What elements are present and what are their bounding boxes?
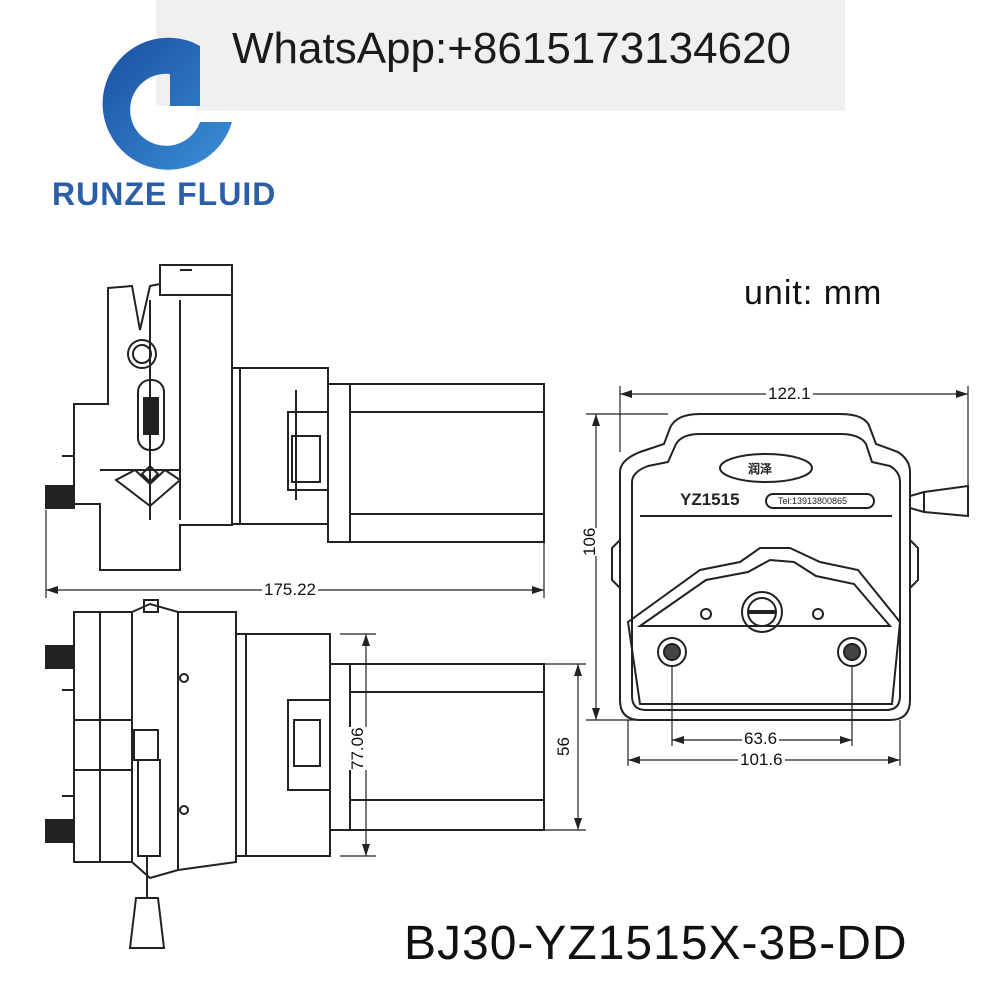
dim-front-width: 122.1 <box>766 384 813 404</box>
pump-model-label: YZ1515 <box>680 490 740 509</box>
brand-name: RUNZE FLUID <box>52 176 277 212</box>
pump-logo-text: 润泽 <box>748 462 773 476</box>
unit-label: unit: mm <box>744 274 883 312</box>
front-view <box>586 386 969 766</box>
whatsapp-banner <box>156 0 845 111</box>
dim-base-width: 101.6 <box>738 750 785 770</box>
dim-side-length: 175.22 <box>262 580 318 600</box>
dim-front-height: 106 <box>580 527 600 556</box>
top-view <box>45 599 586 949</box>
dim-mount-spacing: 63.6 <box>742 729 780 749</box>
model-code: BJ30-YZ1515X-3B-DD <box>404 917 908 970</box>
whatsapp-contact: WhatsApp:+8615173134620 <box>232 24 792 73</box>
runze-logo-icon <box>102 37 232 170</box>
side-view <box>45 264 545 598</box>
dim-motor-flange: 77.06 <box>348 727 368 770</box>
dim-motor-width: 56 <box>554 737 574 756</box>
pump-tel-label: Tel:13913800865 <box>778 496 848 506</box>
